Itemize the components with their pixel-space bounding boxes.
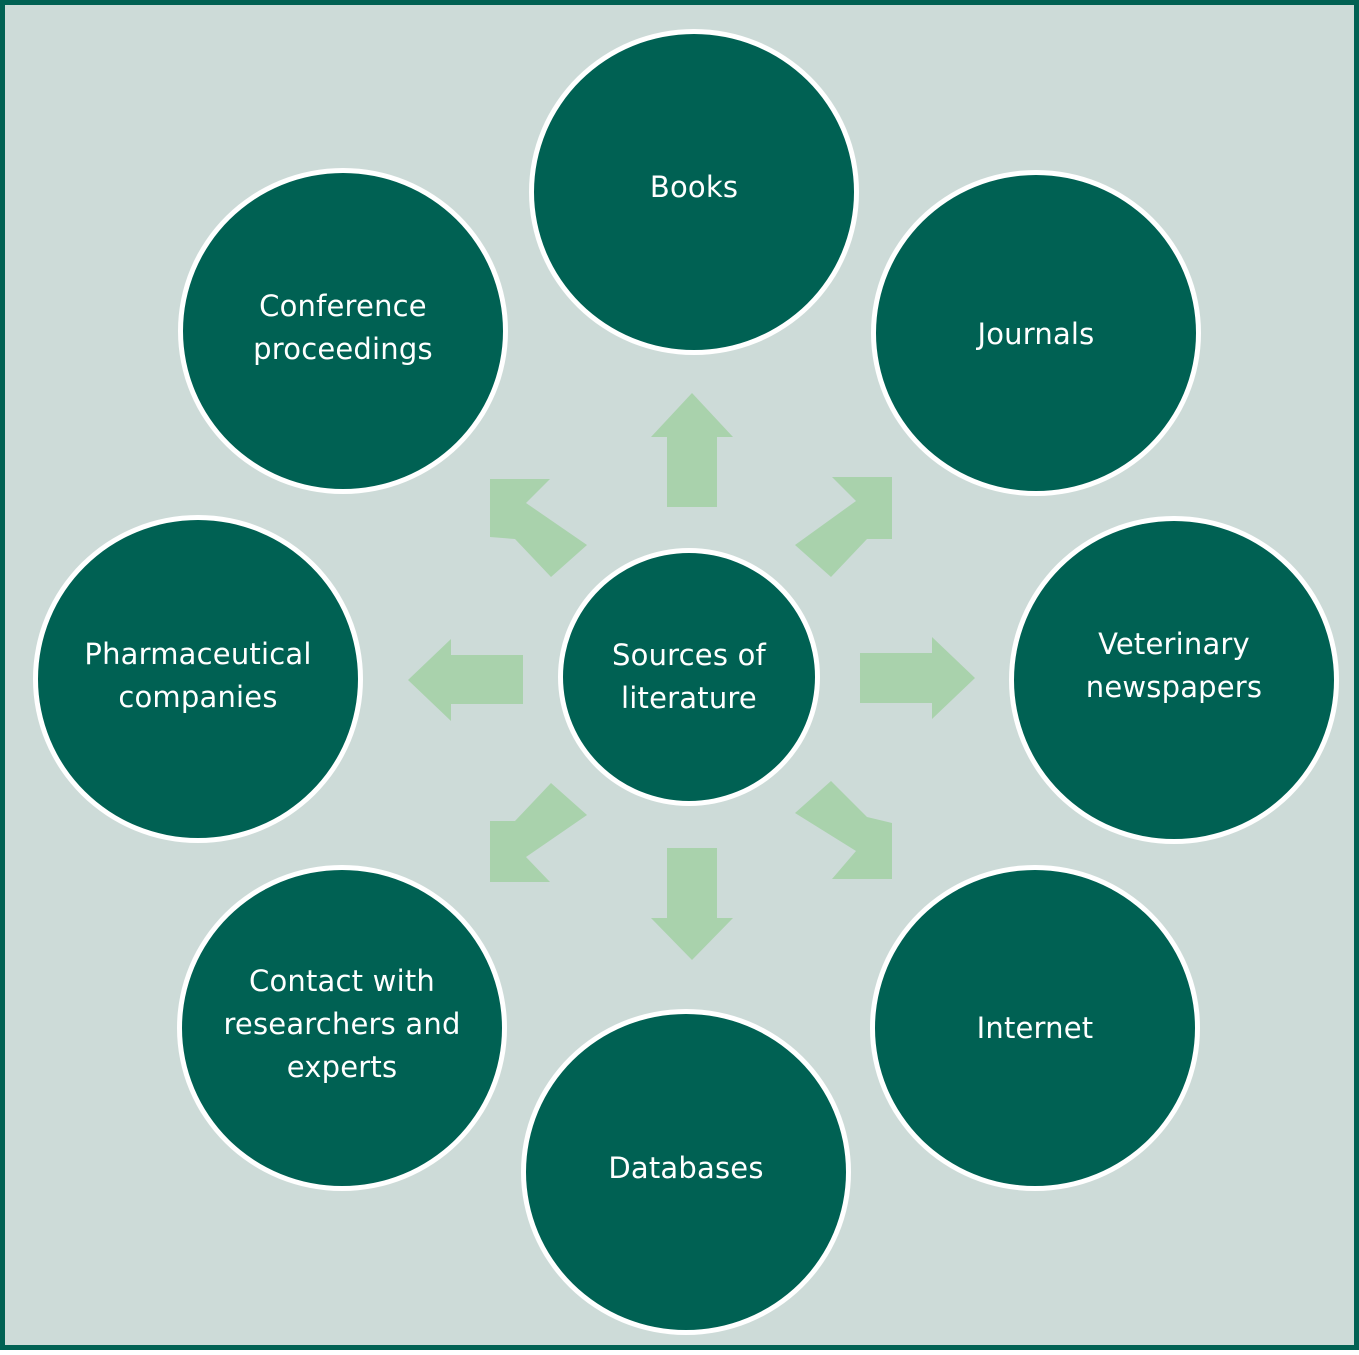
node-books: Books (529, 29, 859, 355)
node-pharmaceutical-companies-label: Pharmaceutical companies (84, 637, 312, 714)
node-veterinary-newspapers: Veterinary newspapers (1009, 516, 1339, 844)
node-journals: Journals (871, 170, 1201, 496)
node-internet-label: Internet (976, 1010, 1094, 1045)
node-pharmaceutical-companies: Pharmaceutical companies (33, 515, 363, 843)
node-conference-proceedings-label: Conference proceedings (253, 289, 433, 366)
node-contact-researchers-experts-label: Contact with researchers and experts (223, 963, 461, 1084)
node-databases: Databases (521, 1009, 851, 1335)
center-node-label: Sources of literature (612, 638, 766, 715)
node-contact-researchers-experts: Contact with researchers and experts (177, 865, 507, 1191)
node-veterinary-newspapers-label: Veterinary newspapers (1085, 627, 1263, 704)
node-conference-proceedings: Conference proceedings (178, 168, 508, 494)
node-databases-label: Databases (608, 1150, 764, 1185)
node-internet: Internet (870, 865, 1200, 1191)
node-books-label: Books (649, 169, 739, 204)
node-journals-label: Journals (977, 316, 1095, 351)
center-node: Sources of literature (558, 548, 820, 806)
